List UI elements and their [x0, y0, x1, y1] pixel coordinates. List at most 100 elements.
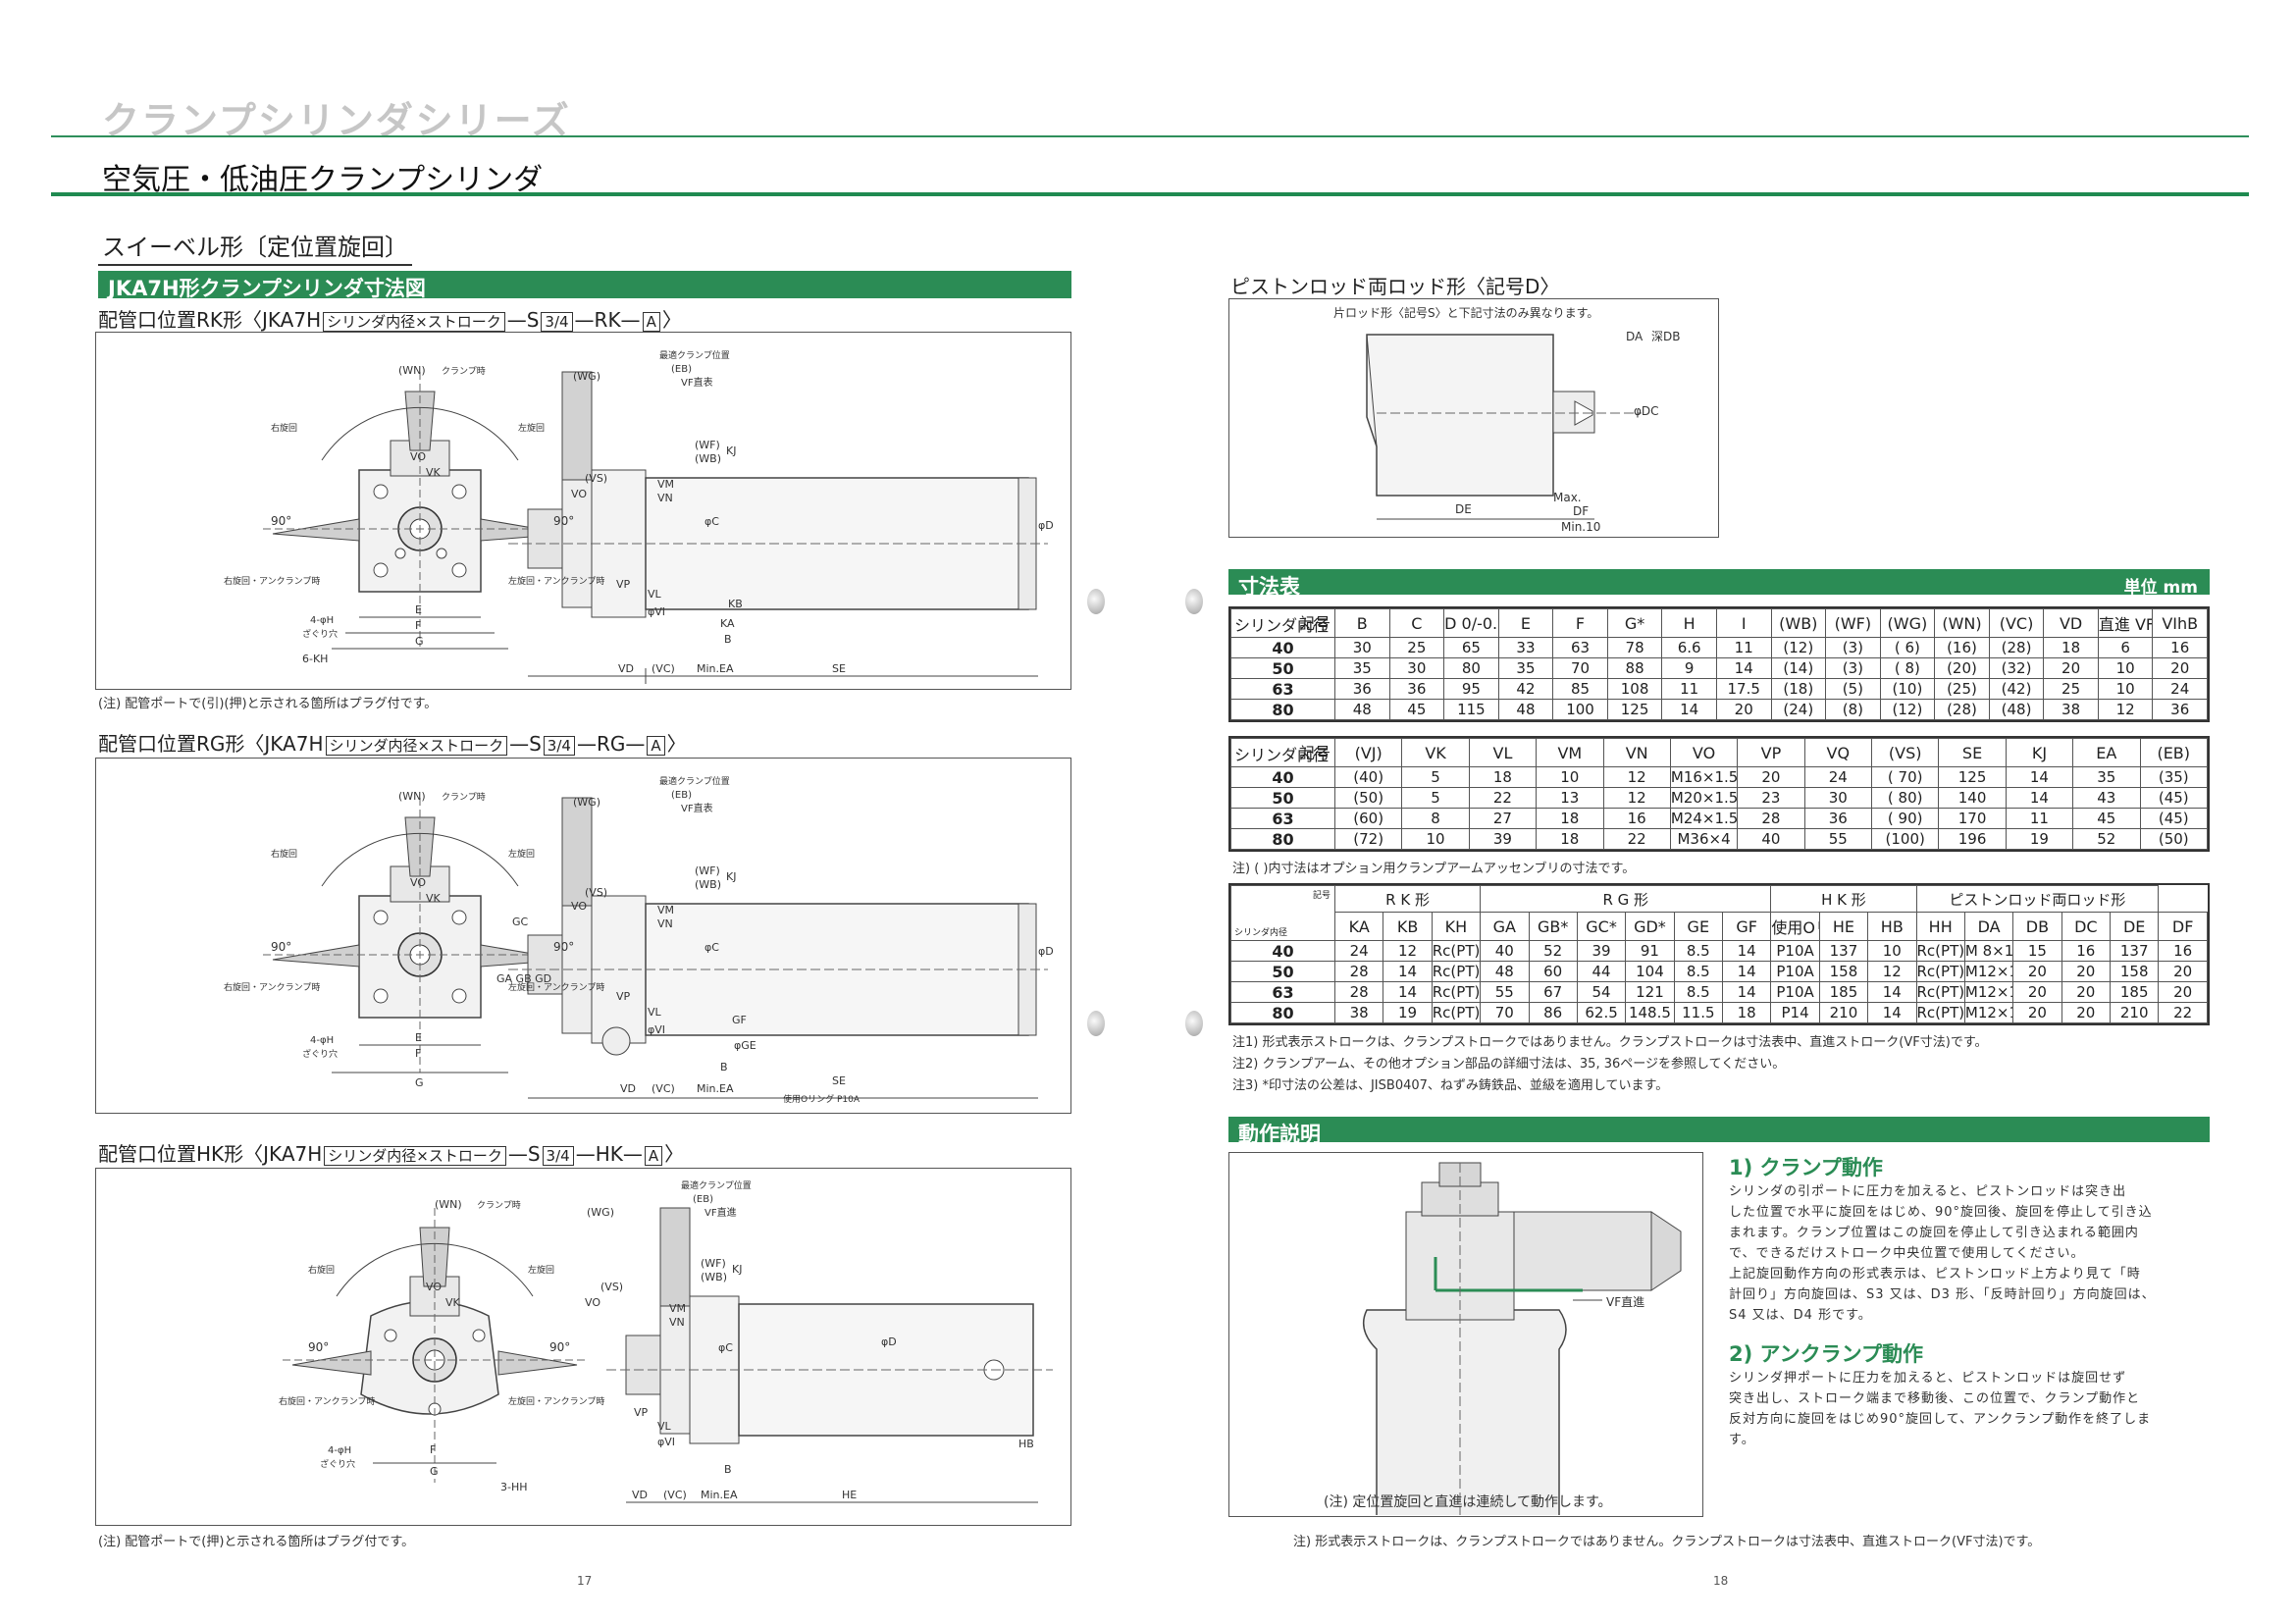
- label-wn: (WN): [398, 364, 426, 377]
- table-cell: 55: [1803, 828, 1873, 850]
- table-cell: 48: [1334, 699, 1390, 720]
- table-cell: M12×1.75: [1963, 961, 2014, 982]
- svg-text:右旋回・アンクランプ時: 右旋回・アンクランプ時: [224, 981, 320, 993]
- table-cell: (45): [2139, 787, 2208, 809]
- svg-text:(WF): (WF): [695, 439, 720, 451]
- column-header: GF: [1721, 912, 1772, 941]
- table-cell: P14: [1770, 1002, 1820, 1023]
- table-cell: 24: [1333, 940, 1384, 962]
- table-cell: 10: [1401, 828, 1470, 850]
- svg-text:VL: VL: [657, 1420, 672, 1433]
- table-cell: Rc(PT)1/4: [1915, 940, 1965, 962]
- column-header: (WN): [1934, 608, 1990, 638]
- svg-text:90°: 90°: [308, 1340, 329, 1354]
- table-cell: (8): [1825, 699, 1881, 720]
- column-group-header: ピストンロッド両ロッド形: [1915, 885, 2160, 913]
- table-cell: (45): [2139, 808, 2208, 829]
- column-header: (WB): [1770, 608, 1827, 638]
- table-cell: Rc(PT)3/8: [1915, 981, 1965, 1003]
- svg-text:(VC): (VC): [663, 1489, 687, 1501]
- table-cell: ( 80): [1870, 787, 1940, 809]
- table-cell: 16: [2158, 940, 2208, 962]
- table-cell: 22: [1468, 787, 1538, 809]
- column-header: VD: [2043, 608, 2099, 638]
- table-cell: 36: [1388, 678, 1445, 700]
- table-cell: 9: [1661, 657, 1717, 679]
- bore-size-cell: 63: [1230, 808, 1335, 829]
- svg-text:F: F: [415, 619, 421, 632]
- column-header: DE: [2109, 912, 2160, 941]
- table-cell: (25): [1934, 678, 1990, 700]
- svg-text:F: F: [430, 1443, 436, 1456]
- table-cell: (12): [1879, 699, 1936, 720]
- column-header: VK: [1401, 738, 1470, 767]
- table-cell: (100): [1870, 828, 1940, 850]
- table-cell: 20: [1737, 766, 1805, 788]
- table-cell: 14: [1867, 1002, 1917, 1023]
- table-cell: 158: [1818, 961, 1869, 982]
- table-cell: 6: [2097, 637, 2154, 658]
- svg-text:DE: DE: [1455, 502, 1472, 516]
- bore-size-cell: 63: [1230, 981, 1335, 1003]
- svg-text:ざぐり穴: ざぐり穴: [302, 1048, 338, 1060]
- svg-text:(VS): (VS): [585, 472, 607, 485]
- table-cell: 121: [1625, 981, 1675, 1003]
- table-cell: 62.5: [1576, 1002, 1627, 1023]
- table-cell: P10A: [1770, 940, 1820, 962]
- svg-text:右旋回: 右旋回: [271, 848, 297, 860]
- unclamp-heading: 2) アンクランプ動作: [1729, 1342, 1924, 1366]
- table-cell: 14: [1721, 961, 1772, 982]
- table-cell: (5): [1825, 678, 1881, 700]
- table-cell: (16): [1934, 637, 1990, 658]
- table-cell: 20: [2012, 961, 2062, 982]
- svg-text:KB: KB: [728, 598, 743, 610]
- table-cell: (14): [1770, 657, 1827, 679]
- column-header: KH: [1431, 912, 1482, 941]
- table-cell: 33: [1497, 637, 1554, 658]
- table-cell: 25: [2043, 678, 2099, 700]
- svg-text:B: B: [724, 1463, 732, 1476]
- svg-text:φC: φC: [704, 941, 719, 954]
- table-cell: 11: [1715, 637, 1772, 658]
- table-cell: P10A: [1770, 961, 1820, 982]
- svg-text:最適クランプ位置: 最適クランプ位置: [659, 775, 730, 787]
- bore-size-cell: 50: [1230, 961, 1335, 982]
- table-cell: (28): [1988, 637, 2045, 658]
- table-cell: 10: [2097, 657, 2154, 679]
- svg-text:DA: DA: [1626, 330, 1644, 343]
- table-cell: 43: [2072, 787, 2141, 809]
- table-corner: 記号シリンダ内径: [1230, 738, 1335, 767]
- table-cell: 20: [2158, 981, 2208, 1003]
- svg-text:B: B: [720, 1061, 728, 1073]
- svg-text:90°: 90°: [271, 940, 291, 954]
- table-cell: 18: [1468, 766, 1538, 788]
- table-cell: 137: [1818, 940, 1869, 962]
- table-cell: 8.5: [1673, 940, 1724, 962]
- column-header: (WF): [1825, 608, 1881, 638]
- svg-text:GF: GF: [732, 1014, 747, 1026]
- table-cell: 78: [1606, 637, 1663, 658]
- svg-text:VK: VK: [445, 1296, 461, 1309]
- table-cell: 35: [2072, 766, 2141, 788]
- header-rule: [51, 135, 2249, 137]
- table-cell: 6.6: [1661, 637, 1717, 658]
- svg-text:VO: VO: [410, 450, 426, 463]
- svg-text:E: E: [415, 1031, 422, 1044]
- table-cell: (48): [1988, 699, 2045, 720]
- paragraph-line: した位置で水平に旋回をはじめ、90°旋回後、旋回を停止して引き込: [1729, 1205, 2153, 1220]
- column-header: H: [1661, 608, 1717, 638]
- table-cell: 16: [2152, 637, 2208, 658]
- svg-text:φD: φD: [1038, 945, 1054, 958]
- svg-text:Max.: Max.: [1553, 491, 1582, 504]
- svg-text:(EB): (EB): [693, 1194, 713, 1205]
- bore-size-cell: 80: [1230, 828, 1335, 850]
- table-cell: 44: [1576, 961, 1627, 982]
- svg-text:KJ: KJ: [732, 1263, 742, 1276]
- svg-text:VL: VL: [648, 588, 662, 601]
- svg-text:VD: VD: [620, 1082, 636, 1095]
- column-header: (WG): [1879, 608, 1936, 638]
